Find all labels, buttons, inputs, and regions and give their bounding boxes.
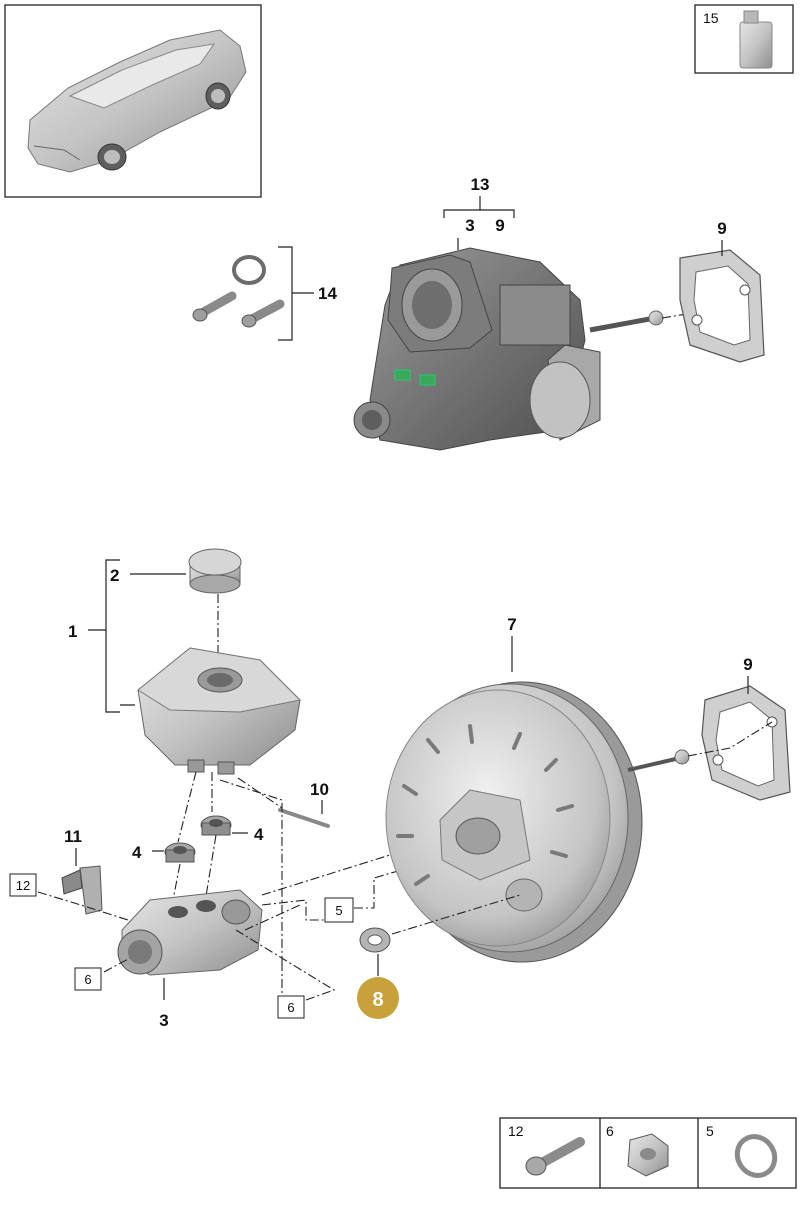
grommet-4b[interactable] — [200, 815, 232, 836]
callout-3-sub: 3 — [465, 216, 474, 235]
o-ring-14[interactable] — [232, 255, 266, 285]
item-15-frame: 15 — [694, 4, 794, 74]
callout-3: 3 — [159, 1011, 168, 1030]
brake-fluid-reservoir-1[interactable] — [137, 647, 302, 775]
legend-cell-bolt[interactable]: 12 — [508, 1123, 585, 1176]
seal-ring-icon — [734, 1134, 778, 1178]
ref-12-label: 12 — [16, 878, 30, 893]
callout-9-top: 9 — [717, 219, 726, 238]
highlight-label: 8 — [372, 989, 383, 1011]
callout-4-right: 4 — [254, 825, 264, 844]
ref-box-5: 5 — [324, 897, 354, 923]
grommet-4a[interactable] — [164, 842, 196, 863]
fluid-bottle-icon — [739, 10, 773, 69]
gasket-9-bottom[interactable] — [701, 685, 791, 801]
callout-11: 11 — [64, 827, 82, 846]
sensor-11[interactable] — [61, 865, 103, 915]
legend-12-label: 12 — [508, 1123, 524, 1139]
ref-box-6a: 6 — [74, 967, 102, 991]
master-cylinder-3[interactable] — [117, 889, 263, 976]
callout-7: 7 — [507, 615, 516, 634]
brake-booster-unit-13[interactable] — [353, 247, 664, 451]
car-icon — [27, 29, 247, 173]
callout-2: 2 — [110, 566, 119, 585]
reservoir-cap-2[interactable] — [188, 548, 242, 594]
legend-cell-nut[interactable]: 6 — [606, 1123, 669, 1177]
callout-15: 15 — [703, 10, 719, 26]
legend-5-label: 5 — [706, 1123, 714, 1139]
callout-10: 10 — [310, 780, 329, 799]
highlight-circle — [357, 977, 399, 1019]
hex-nut-icon — [627, 1133, 669, 1177]
ref-5-label: 5 — [335, 903, 342, 918]
pin-10[interactable] — [278, 808, 330, 828]
ref-6b-label: 6 — [287, 1000, 294, 1015]
ref-box-12: 12 — [9, 873, 37, 897]
vehicle-overview-frame — [4, 4, 262, 198]
callout-13: 13 — [471, 175, 490, 194]
ref-box-6b: 6 — [277, 995, 305, 1019]
callout-4-left: 4 — [132, 843, 142, 862]
gasket-9-top[interactable] — [679, 249, 765, 363]
callout-9-sub: 9 — [495, 216, 504, 235]
washer-8[interactable] — [359, 927, 391, 953]
legend-cell-seal[interactable]: 5 — [706, 1123, 782, 1183]
bolt-icon — [525, 1137, 585, 1176]
highlight-badge-8[interactable]: 8 — [357, 977, 399, 1019]
legend-6-label: 6 — [606, 1123, 614, 1139]
legend-table: 12 6 5 — [499, 1117, 797, 1189]
bolt-14a[interactable] — [192, 291, 237, 322]
callout-9-bottom: 9 — [743, 655, 752, 674]
ref-6a-label: 6 — [84, 972, 91, 987]
callout-1: 1 — [68, 622, 77, 641]
bolt-14b[interactable] — [241, 299, 285, 328]
vacuum-brake-booster-7[interactable] — [385, 681, 690, 963]
callout-14: 14 — [318, 284, 337, 303]
